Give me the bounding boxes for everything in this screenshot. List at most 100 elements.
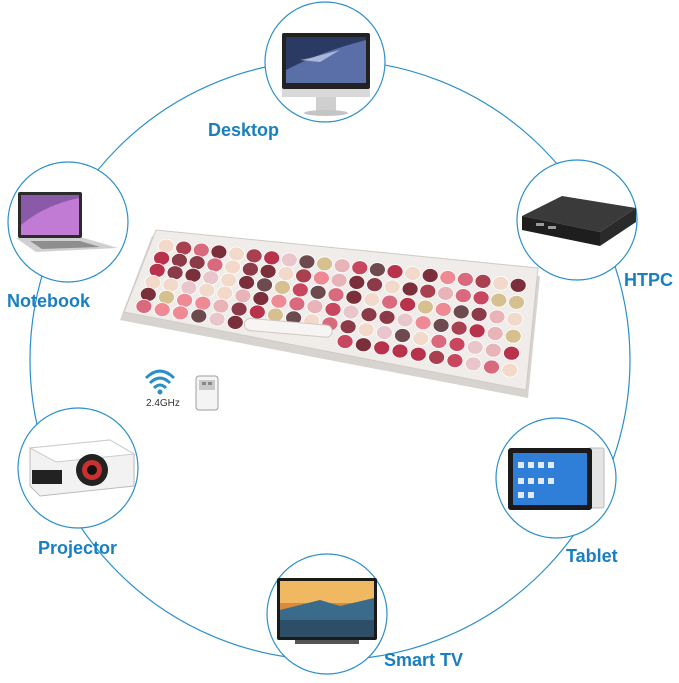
keycap [383, 279, 401, 295]
keycap [172, 305, 189, 321]
keycap [306, 299, 324, 315]
keycap [375, 325, 393, 341]
keycap [259, 263, 277, 279]
keycap [508, 294, 525, 310]
keycap [192, 242, 210, 258]
keycap [396, 312, 414, 328]
keycap [345, 289, 363, 305]
keycap [153, 302, 171, 318]
keycap [363, 292, 381, 308]
keycap [188, 255, 206, 271]
keycap [330, 272, 348, 288]
keycap [248, 304, 266, 320]
desktop-device [264, 1, 386, 123]
keycap [448, 336, 466, 352]
keycap [409, 346, 427, 362]
keycap [166, 265, 184, 281]
keycap [378, 309, 396, 325]
keyboard-keys [135, 238, 527, 378]
keycap [386, 264, 404, 280]
keycap [212, 298, 230, 314]
keycap [291, 282, 309, 298]
keycap [468, 323, 486, 339]
keycap [342, 304, 360, 320]
keycap [324, 301, 342, 317]
keycap [348, 274, 366, 290]
keycap [206, 257, 224, 273]
keycap [430, 333, 448, 349]
keycap [506, 311, 524, 327]
keycap [488, 309, 506, 325]
tablet-label: Tablet [566, 546, 618, 566]
keycap [414, 315, 432, 331]
keycap [381, 294, 399, 310]
htpc-device [516, 159, 638, 281]
keycap [135, 298, 153, 314]
keycap [327, 287, 345, 303]
keycap [202, 270, 220, 286]
keycap [401, 281, 419, 297]
keycap [416, 299, 434, 315]
projector-device [17, 407, 139, 529]
keycap [351, 260, 369, 276]
keycap [220, 272, 238, 288]
desktop-monitor-icon [282, 33, 370, 116]
keycap [224, 259, 242, 275]
keycap [434, 301, 452, 317]
keycap [333, 258, 351, 274]
keycap [273, 279, 291, 295]
keycap [404, 266, 422, 281]
keycap [486, 326, 504, 341]
keycap [170, 252, 188, 268]
keyboard-image [120, 229, 540, 398]
keycap [238, 275, 256, 290]
keycap [270, 293, 288, 309]
keycap [421, 268, 439, 283]
notebook-label: Notebook [7, 291, 90, 311]
keycap [474, 273, 492, 289]
keycap [194, 295, 212, 311]
keycap [366, 277, 384, 293]
keycap [339, 319, 357, 335]
keycap [466, 339, 484, 355]
keycap [158, 289, 175, 305]
keycap [252, 291, 270, 306]
keycap [456, 271, 474, 287]
keycap [490, 292, 508, 308]
keycap [439, 270, 457, 285]
htpc-label: HTPC [624, 270, 673, 290]
keycap [437, 285, 455, 301]
keycap [492, 275, 510, 291]
keycap [450, 320, 468, 336]
keycap [198, 282, 216, 298]
keycap [470, 306, 488, 322]
usb-receiver-icon [195, 375, 219, 411]
keycap [241, 261, 259, 277]
keycap [452, 304, 470, 320]
laptop-icon [16, 192, 118, 252]
notebook-device [7, 161, 129, 283]
keycap [368, 262, 386, 278]
keycap [446, 353, 464, 369]
keycap [399, 297, 417, 312]
keycap [175, 240, 193, 256]
desktop-label: Desktop [208, 120, 280, 140]
keycap [176, 292, 194, 308]
keycap [295, 268, 313, 284]
keycap [428, 349, 446, 365]
keycap [208, 311, 226, 327]
projector-icon [28, 439, 136, 497]
mini-pc-icon [522, 196, 636, 246]
keycap [228, 246, 245, 262]
keycap [391, 343, 409, 359]
frequency-label: 2.4GHz [146, 398, 180, 409]
spacebar [243, 318, 333, 338]
keycap [190, 308, 208, 324]
tablet-icon [508, 447, 605, 510]
smart-tv-label: Smart TV [384, 650, 464, 670]
keycap [504, 328, 522, 344]
keycap [412, 331, 430, 346]
keycap [234, 288, 252, 304]
